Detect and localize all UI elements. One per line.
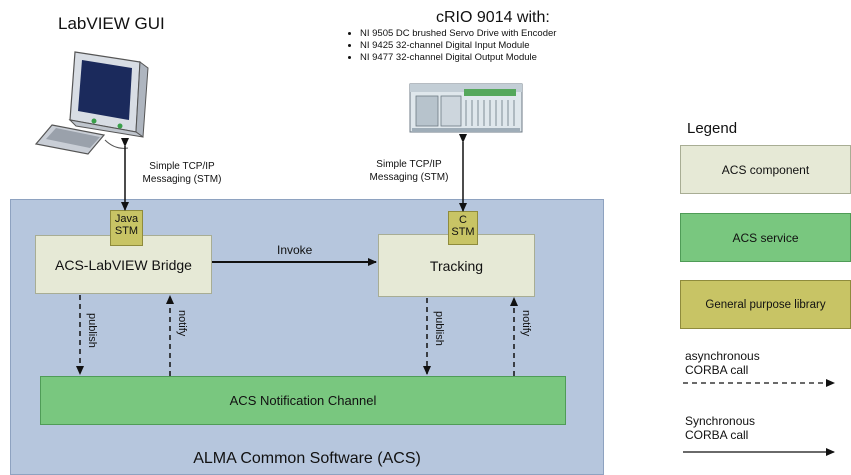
legend-general-library: General purpose library xyxy=(680,280,851,329)
java-stm-line2: STM xyxy=(114,225,139,237)
acs-notification-channel: ACS Notification Channel xyxy=(40,376,566,425)
gui-messaging-label: Simple TCP/IP Messaging (STM) xyxy=(120,160,244,186)
legend-acs-component: ACS component xyxy=(680,145,851,194)
gui-messaging-line1: Simple TCP/IP xyxy=(149,161,215,172)
java-stm-library: Java STM xyxy=(110,210,143,246)
bridge-label: ACS-LabVIEW Bridge xyxy=(55,256,192,273)
java-stm-line1: Java xyxy=(114,213,139,225)
legend-sync-label: Synchronous CORBA call xyxy=(685,414,755,442)
gui-title: LabVIEW GUI xyxy=(58,14,165,33)
legend-title: Legend xyxy=(687,120,738,137)
c-stm-line2: STM xyxy=(451,226,475,238)
crio-module-item: NI 9477 32-channel Digital Output Module xyxy=(360,52,556,64)
tracking-label: Tracking xyxy=(429,257,484,274)
notify-label-bridge: notify xyxy=(176,310,188,337)
legend-sync-line1: Synchronous xyxy=(685,414,756,428)
publish-label-tracking: publish xyxy=(433,311,445,346)
legend-acs-service: ACS service xyxy=(680,213,851,262)
legend-library-label: General purpose library xyxy=(705,298,826,311)
legend-async-line2: CORBA call xyxy=(685,363,749,377)
crio-messaging-line1: Simple TCP/IP xyxy=(376,159,442,170)
crio-module-item: NI 9505 DC brushed Servo Drive with Enco… xyxy=(360,28,556,40)
crio-module-item: NI 9425 32-channel Digital Input Module xyxy=(360,40,556,52)
crio-messaging-label: Simple TCP/IP Messaging (STM) xyxy=(350,158,468,184)
legend-sync-line2: CORBA call xyxy=(685,428,749,442)
crio-device-icon xyxy=(409,83,523,133)
crio-messaging-line2: Messaging (STM) xyxy=(369,172,449,183)
c-stm-line1: C xyxy=(459,214,467,226)
legend-async-line1: asynchronous xyxy=(685,349,760,363)
notification-channel-label: ACS Notification Channel xyxy=(229,393,377,408)
gui-messaging-line2: Messaging (STM) xyxy=(142,174,222,185)
acs-area-label: ALMA Common Software (ACS) xyxy=(193,450,421,467)
crio-title: cRIO 9014 with: xyxy=(436,9,550,26)
notify-label-tracking: notify xyxy=(520,310,532,337)
legend-async-label: asynchronous CORBA call xyxy=(685,349,760,377)
invoke-label: Invoke xyxy=(277,243,313,257)
legend-component-label: ACS component xyxy=(721,162,810,177)
crio-module-list: NI 9505 DC brushed Servo Drive with Enco… xyxy=(332,28,556,64)
c-stm-library: C STM xyxy=(448,211,478,245)
computer-icon xyxy=(34,51,149,155)
publish-label-bridge: publish xyxy=(86,313,98,348)
legend-service-label: ACS service xyxy=(732,230,799,245)
